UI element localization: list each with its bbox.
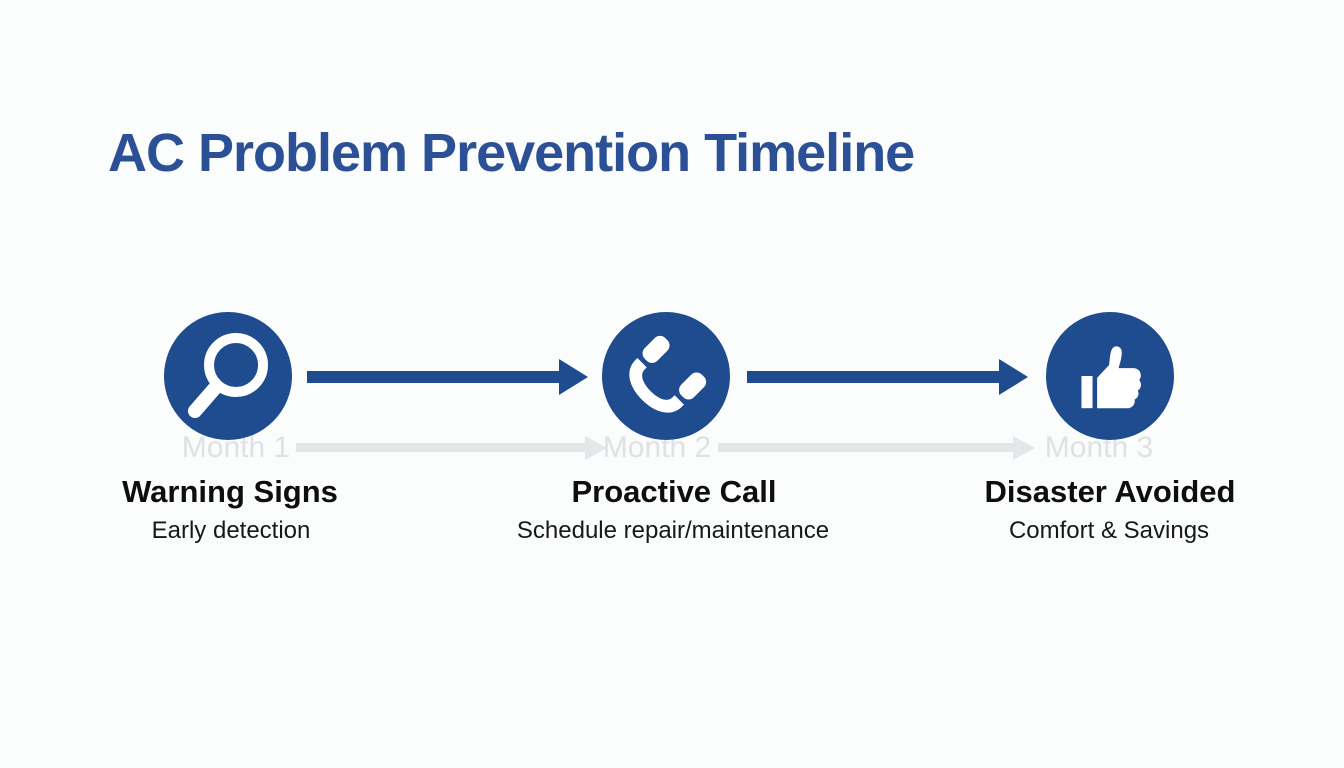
arrow-shaft bbox=[307, 371, 559, 383]
step-node-warning-signs bbox=[164, 312, 292, 440]
flow-arrow-1 bbox=[307, 359, 588, 395]
magnifier-icon bbox=[188, 333, 268, 418]
arrow-shaft bbox=[296, 443, 585, 452]
arrow-head-icon bbox=[999, 359, 1028, 395]
step-subtext-3: Comfort & Savings bbox=[1008, 517, 1210, 544]
phone-icon bbox=[629, 335, 707, 413]
month-track-arrow-2 bbox=[718, 436, 1035, 460]
step-heading-2: Proactive Call bbox=[571, 474, 777, 509]
arrow-shaft bbox=[718, 443, 1013, 452]
arrow-head-icon bbox=[585, 436, 607, 460]
step-heading-3: Disaster Avoided bbox=[984, 474, 1236, 509]
step-node-proactive-call bbox=[602, 312, 730, 440]
flow-arrow-2 bbox=[747, 359, 1028, 395]
thumbs-up-icon bbox=[1081, 346, 1142, 409]
step-subtext-1: Early detection bbox=[151, 517, 311, 544]
page-title: AC Problem Prevention Timeline bbox=[108, 123, 915, 183]
arrow-shaft bbox=[747, 371, 999, 383]
arrow-head-icon bbox=[1013, 436, 1035, 460]
month-track-arrow-1 bbox=[296, 436, 607, 460]
step-heading-1: Warning Signs bbox=[122, 474, 338, 509]
arrow-head-icon bbox=[559, 359, 588, 395]
step-subtext-2: Schedule repair/maintenance bbox=[516, 517, 830, 544]
step-node-disaster-avoided bbox=[1046, 312, 1174, 440]
